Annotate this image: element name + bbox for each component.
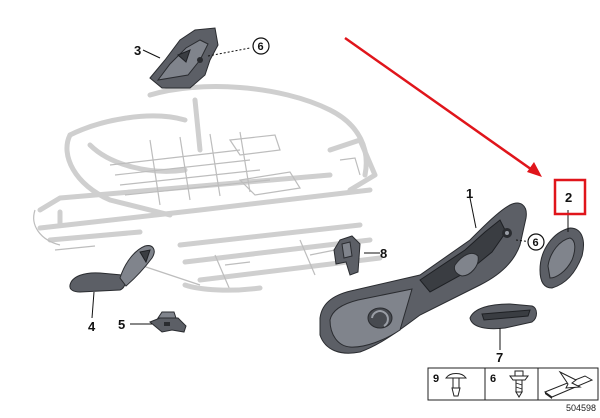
callout-6-circle-right [527,233,545,251]
part-3-bracket-cover [149,27,219,89]
callout-8: 8 [380,246,387,261]
part-7-handle-trim [469,303,537,330]
legend-table: 9 6 [427,367,599,401]
callout-3: 3 [134,43,141,58]
legend-label-9: 9 [433,373,439,385]
callout-6-circle-top [252,37,270,55]
callout-labels: 3 6 1 6 8 4 5 7 [88,37,545,365]
screw-icon [509,370,529,398]
callout-6-right: 6 [533,237,539,249]
part-5-clip [149,311,187,333]
red-highlight-box [553,178,587,216]
callout-2: 2 [565,190,572,205]
part-2-cap [539,227,584,289]
legend-label-6: 6 [490,373,496,385]
callout-5: 5 [118,317,125,332]
callout-4: 4 [88,319,96,334]
part-4-handle [69,245,155,293]
highlight-annotation: 2 [344,36,587,216]
part-8-bracket [333,235,361,276]
red-arrow-head [527,162,542,177]
seat-frame-ghost [33,84,383,293]
callout-1: 1 [466,186,473,201]
callout-7: 7 [496,350,503,365]
push-clip-icon [445,373,467,397]
part-1-side-trim [319,202,527,354]
callout-6-top: 6 [258,41,264,53]
diagram-number: 504598 [566,403,596,413]
red-arrow-line [344,36,536,174]
wedge-shim-icon [543,370,594,399]
